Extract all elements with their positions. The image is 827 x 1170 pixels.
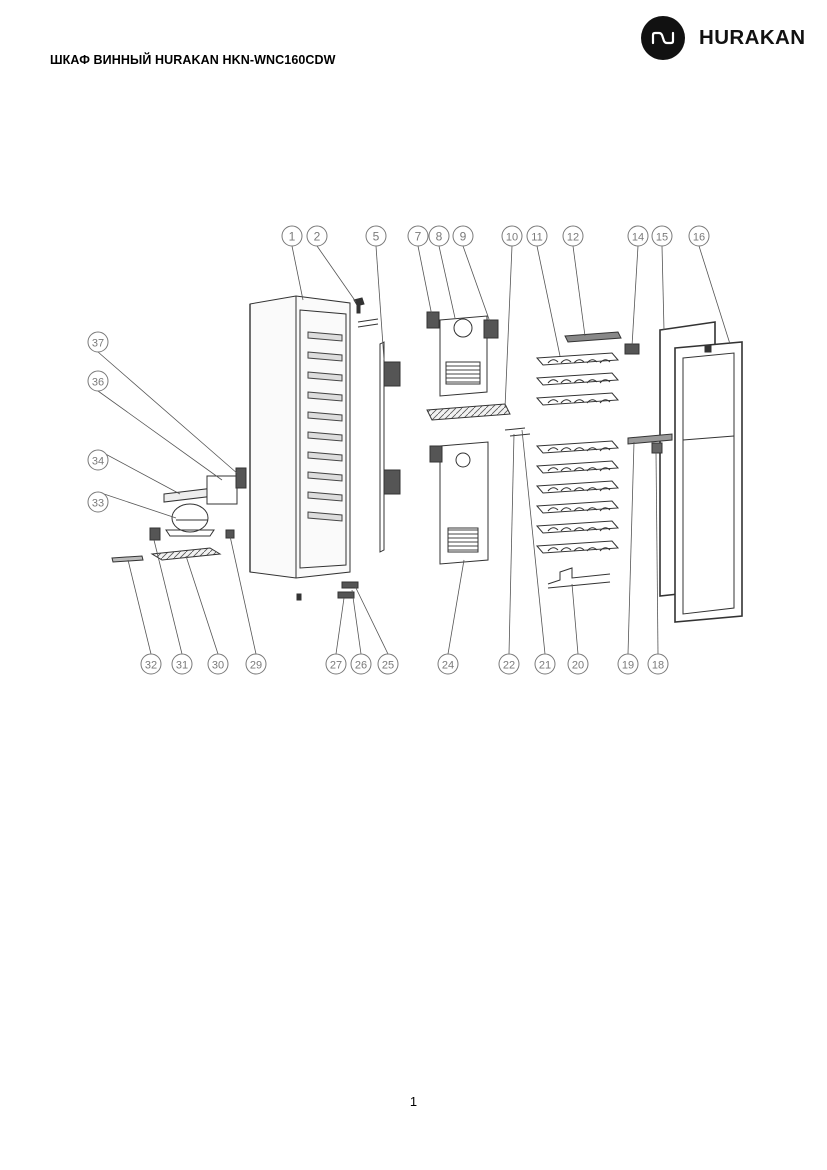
callout-1: 1 [281, 225, 303, 247]
svg-text:30: 30 [212, 660, 224, 672]
callout-20: 20 [567, 653, 589, 675]
brand-name: HURAKAN [699, 26, 806, 49]
callout-18: 18 [647, 653, 669, 675]
callout-19: 19 [617, 653, 639, 675]
callout-7: 7 [407, 225, 429, 247]
svg-text:36: 36 [92, 377, 104, 389]
callout-37: 37 [87, 331, 109, 353]
svg-text:5: 5 [373, 230, 380, 244]
callout-9: 9 [452, 225, 474, 247]
cabinet-body [249, 295, 351, 579]
callout-12: 12 [562, 225, 584, 247]
svg-text:18: 18 [652, 660, 664, 672]
svg-text:2: 2 [314, 230, 321, 244]
callout-29: 29 [245, 653, 267, 675]
page-number: 1 [409, 1094, 418, 1109]
svg-text:33: 33 [92, 498, 104, 510]
svg-text:31: 31 [176, 660, 188, 672]
callout-32: 32 [140, 653, 162, 675]
callout-10: 10 [501, 225, 523, 247]
svg-text:7: 7 [415, 230, 422, 244]
callout-15: 15 [651, 225, 673, 247]
callout-24: 24 [437, 653, 459, 675]
svg-text:34: 34 [92, 456, 104, 468]
svg-text:11: 11 [531, 232, 542, 244]
svg-text:26: 26 [355, 660, 367, 672]
callout-22: 22 [498, 653, 520, 675]
svg-text:29: 29 [250, 660, 262, 672]
svg-text:15: 15 [656, 232, 668, 244]
svg-text:16: 16 [693, 232, 705, 244]
callout-11: 11 [526, 225, 548, 247]
callout-5: 5 [365, 225, 387, 247]
svg-text:27: 27 [330, 660, 342, 672]
svg-text:9: 9 [460, 230, 467, 244]
svg-text:32: 32 [145, 660, 157, 672]
svg-text:1: 1 [289, 230, 296, 244]
svg-text:25: 25 [382, 660, 394, 672]
callout-33: 33 [87, 491, 109, 513]
callout-8: 8 [428, 225, 450, 247]
callout-26: 26 [350, 653, 372, 675]
svg-text:19: 19 [622, 660, 634, 672]
callout-30: 30 [207, 653, 229, 675]
svg-text:37: 37 [92, 338, 104, 350]
svg-text:14: 14 [632, 232, 644, 244]
callout-31: 31 [171, 653, 193, 675]
callout-34: 34 [87, 449, 109, 471]
svg-text:10: 10 [506, 232, 518, 244]
brand: HURAKAN [641, 16, 805, 60]
callout-27: 27 [325, 653, 347, 675]
callout-21: 21 [534, 653, 556, 675]
svg-text:8: 8 [436, 230, 443, 244]
svg-text:21: 21 [539, 660, 551, 672]
svg-text:24: 24 [442, 660, 454, 672]
callout-16: 16 [688, 225, 710, 247]
callout-36: 36 [87, 370, 109, 392]
svg-text:20: 20 [572, 660, 584, 672]
callout-2: 2 [306, 225, 328, 247]
svg-text:22: 22 [503, 660, 515, 672]
hurakan-logo-icon [641, 16, 685, 60]
callout-14: 14 [627, 225, 649, 247]
callout-25: 25 [377, 653, 399, 675]
page-title: ШКАФ ВИННЫЙ HURAKAN HKN-WNC160CDW [50, 53, 336, 67]
svg-text:12: 12 [567, 232, 579, 244]
